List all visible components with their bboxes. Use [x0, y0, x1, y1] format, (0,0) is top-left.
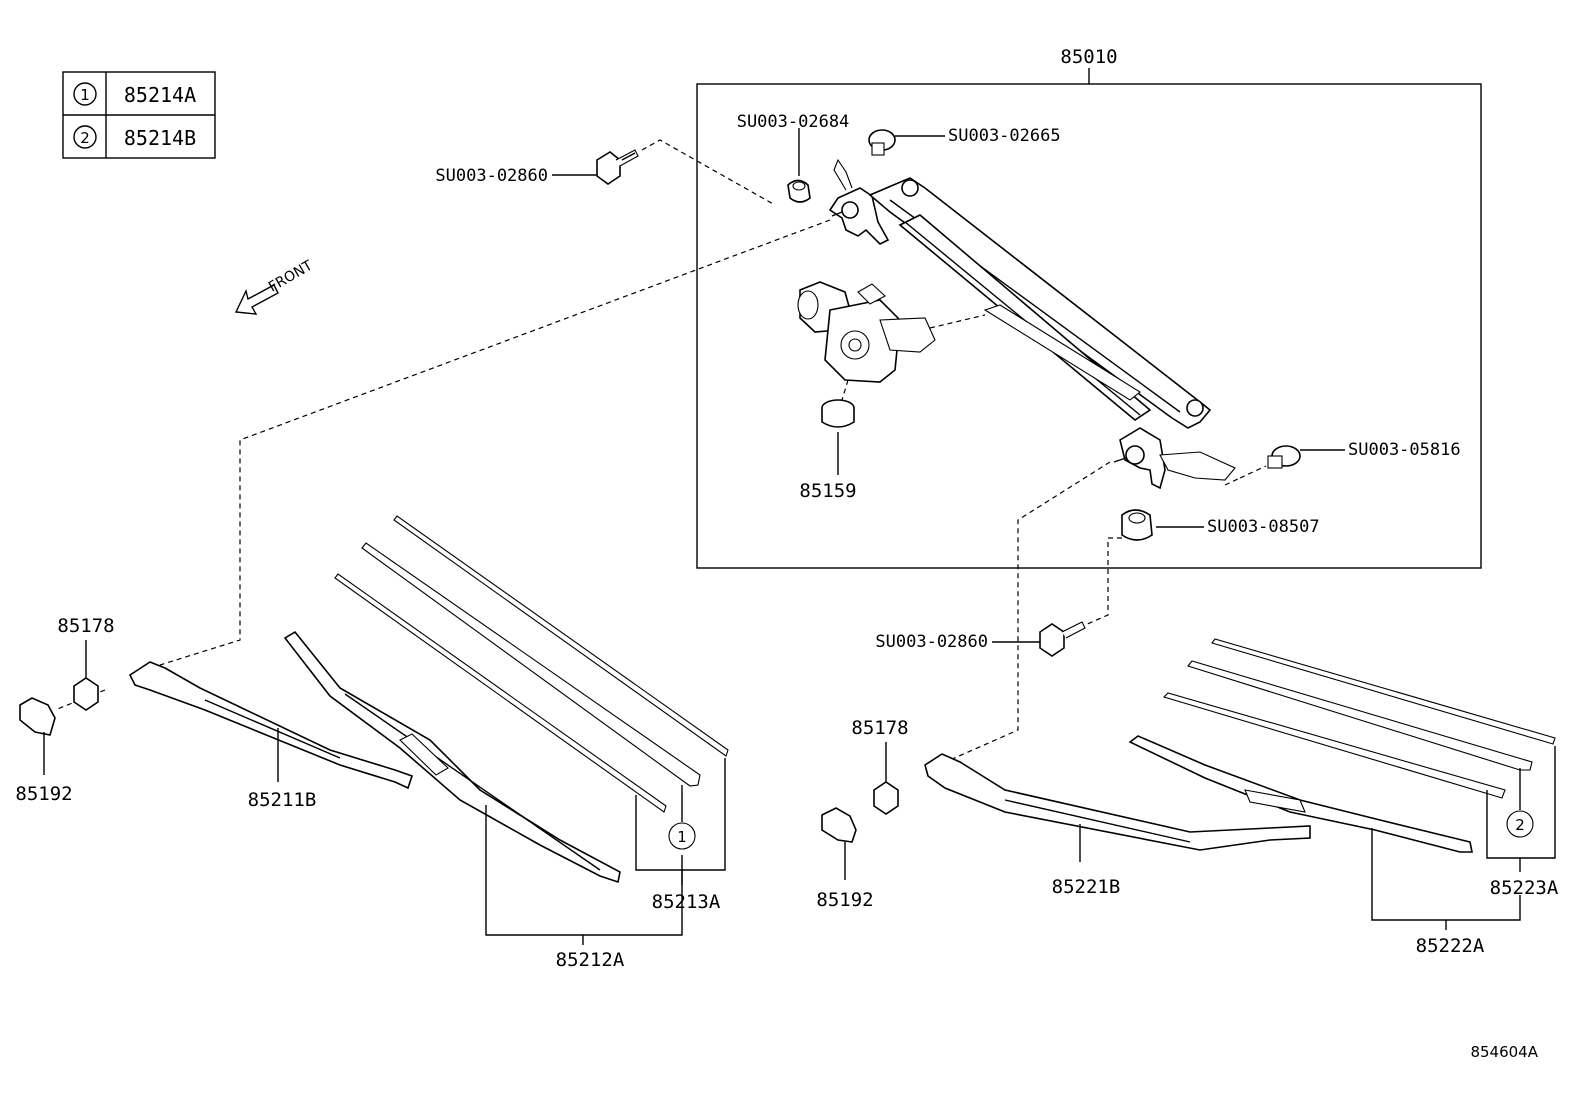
- legend-table: 1 85214A 2 85214B: [62, 71, 216, 159]
- legend-num-2: 2: [80, 129, 90, 147]
- label-su003-02684: SU003-02684: [737, 112, 850, 132]
- label-85221b: 85221B: [1052, 876, 1121, 898]
- legend-callout-1: [73, 82, 97, 106]
- label-su003-08507: SU003-08507: [1207, 517, 1320, 537]
- figure-reference: 854604A: [1470, 1043, 1538, 1061]
- legend-num-1: 1: [80, 86, 90, 104]
- legend-callout-2: [73, 125, 97, 149]
- wiper-linkage: [828, 158, 1236, 490]
- bolt-su003-02860-mid: SU003-02860: [875, 621, 1086, 657]
- legend-part-2: 85214B: [124, 126, 196, 150]
- label-su003-02665: SU003-02665: [948, 126, 1061, 146]
- left-wiper-group: 85192 85178 85211B 85212A 1 85213A: [15, 515, 729, 971]
- bushing-su003-02684: SU003-02684: [737, 112, 850, 203]
- label-85223a: 85223A: [1490, 877, 1559, 899]
- label-85192-right: 85192: [816, 889, 873, 911]
- right-wiper-group: 85192 85178 85221B 85222A 2 85223A: [816, 638, 1559, 957]
- label-su003-02860-top: SU003-02860: [435, 166, 548, 186]
- label-85178-right: 85178: [851, 717, 908, 739]
- label-85211b: 85211B: [248, 789, 317, 811]
- callout-2-text: 2: [1515, 816, 1525, 834]
- cap-su003-02665: SU003-02665: [868, 126, 1061, 156]
- label-85212a: 85212A: [556, 949, 625, 971]
- label-su003-05816: SU003-05816: [1348, 440, 1461, 460]
- dashed-connectors: [54, 219, 1241, 761]
- legend-part-1: 85214A: [124, 83, 196, 107]
- wiper-motor: [797, 281, 986, 383]
- label-85213a: 85213A: [652, 891, 721, 913]
- bushing-su003-08507: SU003-08507: [1084, 509, 1320, 626]
- bolt-su003-02860-top: SU003-02860: [435, 139, 776, 206]
- label-su003-02860-mid: SU003-02860: [875, 632, 988, 652]
- label-85192-left: 85192: [15, 783, 72, 805]
- grommet-85159: 85159: [799, 379, 857, 502]
- linkage-assembly-box: 85010: [696, 46, 1482, 569]
- callout-1-text: 1: [677, 828, 687, 846]
- cap-su003-05816: SU003-05816: [1239, 440, 1461, 479]
- front-direction-arrow: FRONT: [234, 257, 316, 315]
- callout-1-circle: [668, 822, 696, 850]
- label-85159: 85159: [799, 480, 856, 502]
- front-label: FRONT: [266, 257, 316, 295]
- label-85178-left: 85178: [57, 615, 114, 637]
- callout-2-circle: [1506, 810, 1534, 838]
- assembly-label: 85010: [1060, 46, 1117, 68]
- label-85222a: 85222A: [1416, 935, 1485, 957]
